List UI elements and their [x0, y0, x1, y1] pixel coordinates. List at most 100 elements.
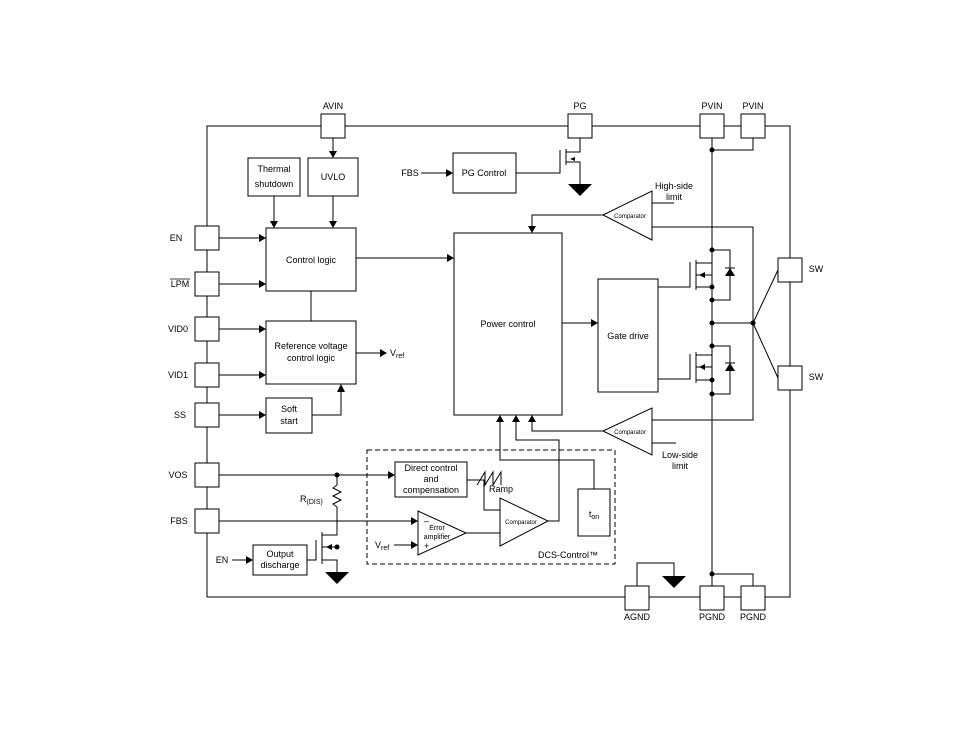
error-amplifier: Error amplifier – + [417, 510, 468, 556]
discharge-resistor: R(DIS) [300, 475, 343, 530]
pg-control-label: PG Control [462, 168, 507, 178]
pg-mosfet [516, 138, 592, 196]
high-side-comparator: Comparator [601, 190, 653, 241]
pin-sw-1-label: SW [809, 264, 824, 274]
control-logic-label: Control logic [286, 255, 337, 265]
pg-control-block: PG Control [452, 152, 517, 194]
thermal-shutdown-block: Thermal shutdown [247, 157, 301, 197]
direct-control-line2: and [423, 474, 438, 484]
error-amplifier-minus: – [424, 516, 429, 526]
low-side-limit-line1: Low-side [662, 450, 698, 460]
pin-pvin-1: PVIN [699, 101, 725, 139]
control-logic-block: Control logic [265, 227, 357, 292]
dcs-control-region [366, 449, 616, 565]
discharge-en-label: EN [216, 555, 229, 565]
error-amplifier-line2: amplifier [424, 534, 451, 541]
thermal-shutdown-line2: shutdown [255, 179, 294, 189]
low-side-comparator: Comparator [601, 407, 653, 456]
direct-control-line1: Direct control [404, 463, 457, 473]
pin-pgnd-2-label: PGND [740, 612, 767, 622]
pin-pgnd-1-label: PGND [699, 612, 726, 622]
pin-fbs: FBS [170, 508, 220, 534]
error-amplifier-line1: Error [429, 525, 445, 532]
pin-avin: AVIN [320, 101, 346, 139]
pin-lpm-label: LPM [171, 279, 190, 289]
pin-vos-label: VOS [168, 470, 187, 480]
uvlo-block: UVLO [307, 157, 359, 197]
power-control-label: Power control [480, 319, 535, 329]
direct-control-line3: compensation [403, 485, 459, 495]
high-side-comparator-label: Comparator [614, 214, 646, 220]
pin-vid0: VID0 [168, 316, 220, 342]
output-discharge-line1: Output [266, 549, 294, 559]
pin-pgnd-2: PGND [740, 585, 767, 622]
discharge-ground-icon [325, 572, 349, 584]
rdis-sub: (DIS) [307, 499, 323, 506]
low-side-comparator-label: Comparator [614, 430, 646, 436]
resistor-icon [331, 484, 343, 508]
pin-vid1-label: VID1 [168, 370, 188, 380]
pin-pvin-2: PVIN [740, 101, 766, 139]
pin-en-label: EN [170, 233, 183, 243]
pin-vid0-label: VID0 [168, 324, 188, 334]
error-amplifier-plus: + [424, 541, 429, 551]
soft-start-line1: Soft [281, 404, 298, 414]
ramp-label: Ramp [489, 484, 513, 494]
output-discharge-block: Output discharge [252, 544, 308, 576]
dcs-control-label: DCS-Control™ [538, 550, 598, 560]
vref-output-main: V [390, 348, 396, 358]
pin-vid1: VID1 [168, 362, 220, 388]
pin-lpm: LPM [170, 271, 220, 297]
rdis-main: R [300, 494, 307, 504]
amp-vref-sub: ref [381, 545, 389, 552]
high-side-limit-line1: High-side [655, 181, 693, 191]
pin-pgnd-1: PGND [699, 585, 726, 622]
low-side-limit-line2: limit [672, 461, 688, 471]
ramp-icon [476, 470, 502, 487]
vref-output-sub: ref [396, 353, 404, 360]
direct-control-block: Direct control and compensation [394, 461, 468, 498]
power-control-block: Power control [453, 232, 563, 416]
soft-start-line2: start [280, 416, 298, 426]
ton-label: ton [589, 509, 599, 521]
pin-avin-label: AVIN [323, 101, 343, 111]
pin-fbs-label: FBS [170, 516, 188, 526]
dcs-comparator: Comparator [499, 497, 550, 547]
reference-voltage-line1: Reference voltage [274, 341, 347, 351]
ton-main: t [589, 509, 592, 519]
pin-pvin-1-label: PVIN [701, 101, 722, 111]
discharge-mosfet [307, 530, 349, 584]
power-stage [658, 138, 779, 586]
pin-agnd: AGND [624, 585, 651, 622]
pin-pg-label: PG [573, 101, 586, 111]
pin-sw-2: SW [777, 365, 824, 391]
ton-block: ton [577, 488, 611, 537]
thermal-shutdown-line1: Thermal [257, 164, 290, 174]
gate-drive-block: Gate drive [597, 278, 659, 393]
chip-outline [206, 125, 791, 598]
pin-sw-2-label: SW [809, 372, 824, 382]
reference-voltage-line2: control logic [287, 353, 336, 363]
high-side-limit-line2: limit [666, 192, 682, 202]
uvlo-label: UVLO [321, 172, 346, 182]
pin-ss-label: SS [174, 410, 186, 420]
vref-output-label: Vref [390, 348, 404, 360]
dcs-comparator-label: Comparator [505, 520, 537, 526]
pin-sw-1: SW [777, 257, 824, 283]
amp-vref-label: Vref [375, 540, 389, 552]
soft-start-block: Soft start [265, 397, 313, 434]
amp-vref-main: V [375, 540, 381, 550]
pg-ground-icon [568, 184, 592, 196]
pg-fbs-label: FBS [401, 168, 419, 178]
pin-ss: SS [174, 402, 220, 428]
pin-agnd-label: AGND [624, 612, 651, 622]
pin-pvin-2-label: PVIN [742, 101, 763, 111]
output-discharge-line2: discharge [260, 560, 299, 570]
agnd-ground-icon [662, 576, 686, 588]
pin-en: EN [170, 225, 220, 251]
pin-pg: PG [567, 101, 593, 139]
rdis-label: R(DIS) [300, 494, 323, 506]
gate-drive-label: Gate drive [607, 331, 649, 341]
pin-vos: VOS [168, 462, 220, 488]
